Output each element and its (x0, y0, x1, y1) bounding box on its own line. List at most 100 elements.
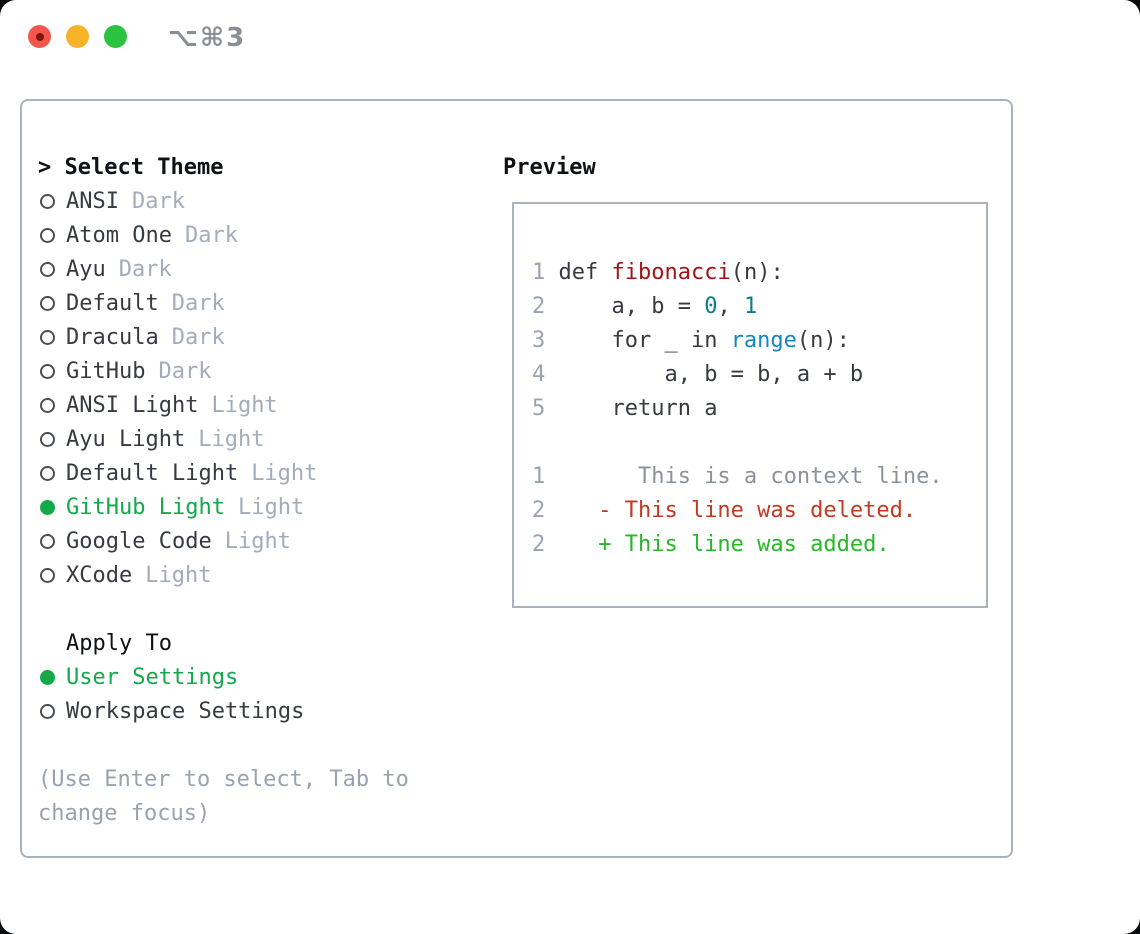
token-gutter: 5 (532, 395, 546, 421)
apply-option-workspace-settings[interactable]: Workspace Settings (38, 694, 304, 728)
hint-line: (Use Enter to select, Tab to (38, 766, 409, 792)
radio-selected-icon (40, 669, 55, 685)
theme-variant-tag: Dark (131, 188, 185, 214)
token-code: (n): (796, 327, 850, 353)
token-code: (n): (730, 259, 784, 285)
minimize-button[interactable] (66, 25, 89, 48)
theme-option-ansi-light[interactable]: ANSI Light Light (38, 388, 317, 422)
theme-name: XCode (66, 562, 133, 588)
window-shortcut-label: ⌥⌘3 (168, 23, 247, 53)
token-code: for _ in (545, 327, 731, 353)
radio-icon (40, 567, 55, 583)
code-line: 3 for _ in range(n): (532, 323, 943, 357)
apply-to-title: Apply To (66, 630, 172, 656)
token-code: a, b = b, a + b (545, 361, 864, 387)
theme-option-google-code[interactable]: Google Code Light (38, 524, 317, 558)
theme-variant-tag: Dark (171, 324, 225, 350)
theme-variant-tag: Dark (118, 256, 172, 282)
apply-option-label: User Settings (66, 664, 239, 690)
theme-name: Ayu Light (66, 426, 186, 452)
unsaved-changes-dot-icon (35, 32, 44, 41)
theme-option-ansi[interactable]: ANSI Dark (38, 184, 317, 218)
theme-option-dracula[interactable]: Dracula Dark (38, 320, 317, 354)
traffic-lights (28, 25, 127, 48)
code-line: 2 + This line was added. (532, 527, 943, 561)
maximize-button[interactable] (104, 25, 127, 48)
token-gutter: 1 (532, 463, 546, 489)
theme-variant-tag: Light (251, 460, 318, 486)
token-number: 1 (743, 293, 758, 319)
radio-icon (40, 261, 55, 277)
token-context: This is a context line. (545, 463, 943, 489)
theme-variant-tag: Light (224, 528, 291, 554)
theme-variant-tag: Light (237, 494, 305, 520)
token-gutter: 2 (532, 531, 546, 557)
theme-variant-tag: Light (198, 426, 265, 452)
theme-name: Default Light (66, 460, 239, 486)
radio-icon (40, 533, 55, 549)
theme-name: Google Code (66, 528, 212, 554)
theme-variant-tag: Dark (184, 222, 238, 248)
radio-selected-icon (40, 499, 55, 515)
radio-icon (40, 431, 55, 447)
theme-name: Atom One (66, 222, 172, 248)
code-line: 1 def fibonacci(n): (532, 255, 943, 289)
theme-option-default[interactable]: Default Dark (38, 286, 317, 320)
keyboard-hint: (Use Enter to select, Tab to change focu… (38, 762, 409, 830)
theme-name: ANSI Light (66, 392, 199, 418)
theme-option-ayu-light[interactable]: Ayu Light Light (38, 422, 317, 456)
token-builtin: range (730, 327, 797, 353)
code-line: 2 a, b = 0, 1 (532, 289, 943, 323)
radio-icon (40, 465, 55, 481)
theme-option-github-light[interactable]: GitHub Light Light (38, 490, 317, 524)
radio-icon (40, 295, 55, 311)
radio-icon (40, 227, 55, 243)
token-added: + This line was added. (545, 531, 890, 557)
token-function: fibonacci (611, 259, 731, 285)
theme-name: GitHub Light (66, 494, 225, 520)
theme-variant-tag: Dark (171, 290, 225, 316)
radio-icon (40, 363, 55, 379)
token-code: return a (545, 395, 718, 421)
token-gutter: 2 (532, 497, 546, 523)
theme-option-atom-one[interactable]: Atom One Dark (38, 218, 317, 252)
close-button[interactable] (28, 25, 51, 48)
apply-option-label: Workspace Settings (66, 698, 305, 724)
token-number: 0 (704, 293, 718, 319)
token-gutter: 4 (532, 361, 546, 387)
code-blank-line (532, 425, 943, 459)
apply-option-user-settings[interactable]: User Settings (38, 660, 304, 694)
token-code: a, b = (545, 293, 705, 319)
theme-option-ayu[interactable]: Ayu Dark (38, 252, 317, 286)
preview-title: Preview (503, 154, 596, 180)
theme-name: Dracula (66, 324, 159, 350)
token-gutter: 2 (532, 293, 546, 319)
theme-list-header: > Select Theme (38, 150, 317, 184)
token-code: , (717, 293, 744, 319)
theme-option-xcode[interactable]: XCode Light (38, 558, 317, 592)
radio-icon (40, 193, 55, 209)
code-line: 4 a, b = b, a + b (532, 357, 943, 391)
hint-line: change focus) (38, 800, 211, 826)
theme-variant-tag: Light (145, 562, 212, 588)
theme-variant-tag: Light (211, 392, 278, 418)
theme-name: GitHub (66, 358, 146, 384)
theme-name: Ayu (66, 256, 106, 282)
radio-icon (40, 703, 55, 719)
code-line: 2 - This line was deleted. (532, 493, 943, 527)
theme-option-default-light[interactable]: Default Light Light (38, 456, 317, 490)
theme-list-title: Select Theme (64, 154, 224, 180)
radio-icon (40, 397, 55, 413)
code-line: 5 return a (532, 391, 943, 425)
theme-name: ANSI (66, 188, 119, 214)
theme-name: Default (66, 290, 159, 316)
token-code: def (545, 259, 612, 285)
radio-icon (40, 329, 55, 345)
